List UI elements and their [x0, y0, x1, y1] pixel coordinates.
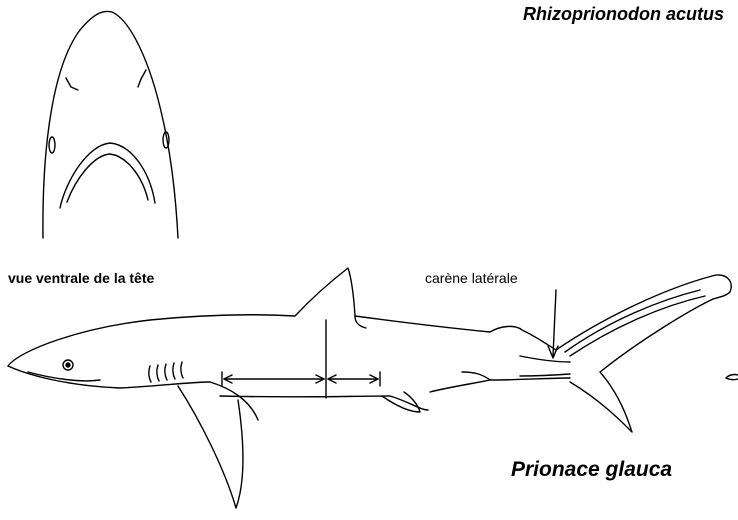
lateral-keel-label: carène latérale [425, 270, 518, 286]
gill-slit-3 [165, 364, 167, 380]
pectoral-fin [178, 386, 243, 508]
left-eye [49, 137, 55, 153]
pelvic-fin [382, 392, 420, 412]
outer-mouth-arc [60, 143, 155, 208]
head-outline [43, 11, 178, 238]
ventral-head-drawing [43, 11, 178, 238]
anal-fin [430, 372, 490, 392]
caudal-lower-lobe [570, 299, 713, 432]
ventral-view-caption: vue ventrale de la tête [8, 270, 154, 286]
next-figure-fragment [726, 374, 738, 379]
species-title-top: Rhizoprionodon acutus [523, 4, 724, 25]
gill-slit-5 [181, 362, 183, 378]
gill-slit-2 [157, 365, 159, 381]
gill-slit-1 [149, 366, 151, 382]
left-nostril [66, 78, 78, 90]
inner-mouth-arc [67, 154, 148, 202]
right-nostril [138, 70, 146, 87]
keel-pointer [553, 290, 556, 356]
gill-slit-4 [173, 363, 175, 379]
eye-pupil [66, 363, 70, 367]
caudal-keel-band [490, 356, 570, 380]
species-title-bottom: Prionace glauca [511, 458, 672, 482]
body-lower-outline [8, 366, 428, 420]
